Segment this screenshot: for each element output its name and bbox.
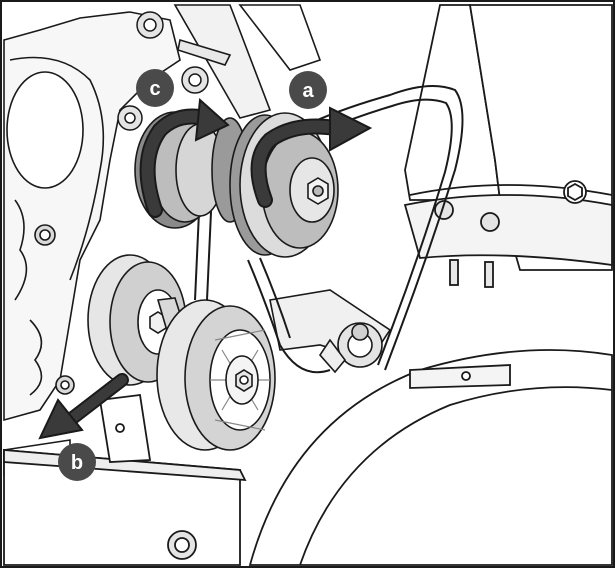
callout-b: b bbox=[58, 443, 96, 481]
callout-b-label: b bbox=[71, 452, 83, 474]
callout-a-badge bbox=[289, 71, 327, 109]
callout-a: a bbox=[289, 71, 327, 109]
idler-arm bbox=[269, 289, 392, 374]
callout-a-label: a bbox=[302, 80, 314, 102]
rotation-arrow-c bbox=[139, 97, 230, 218]
direction-arrow-b bbox=[38, 373, 129, 440]
auger-housing bbox=[248, 349, 613, 566]
idler-pulley-right bbox=[156, 299, 276, 451]
callout-b-badge bbox=[58, 443, 96, 481]
callout-c: c bbox=[136, 69, 174, 107]
rotation-arrow-a bbox=[250, 106, 373, 208]
mount-bracket bbox=[173, 4, 322, 119]
discharge-chute bbox=[403, 4, 613, 288]
callout-c-badge bbox=[136, 69, 174, 107]
callout-c-label: c bbox=[149, 78, 160, 100]
